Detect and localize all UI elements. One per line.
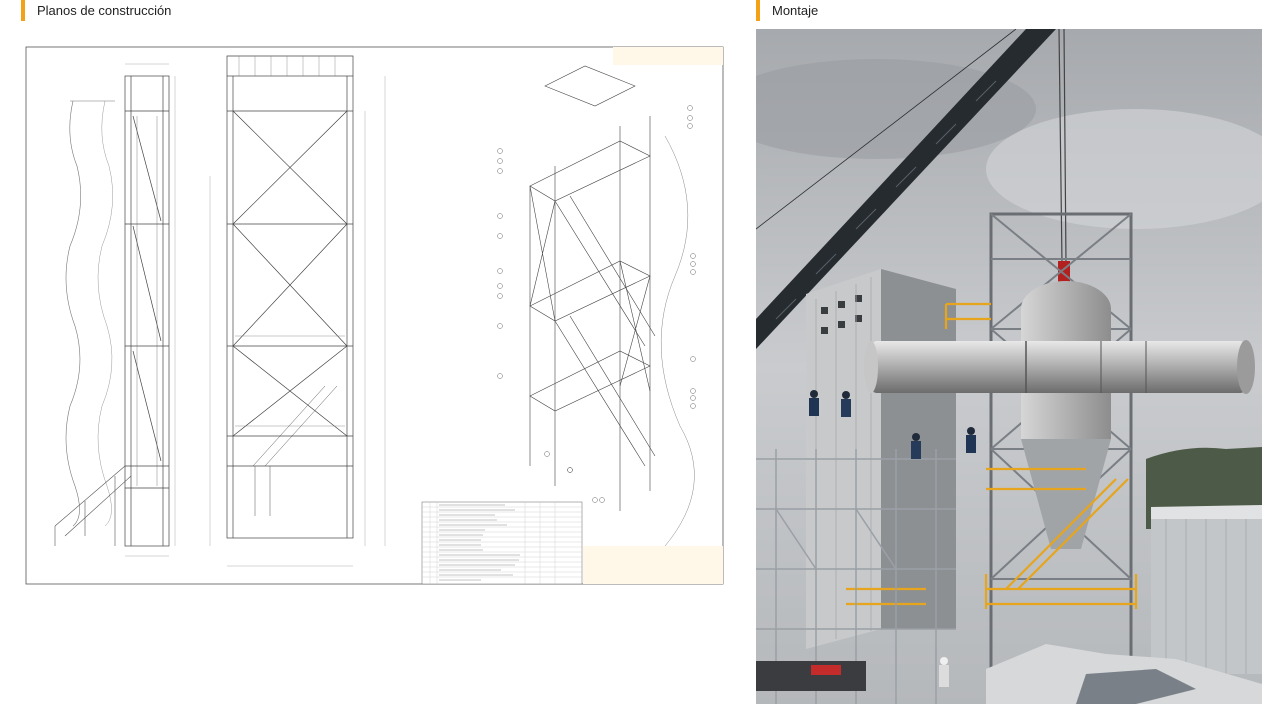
large-tower	[226, 55, 354, 539]
assembly-header: Montaje	[756, 0, 818, 21]
crane-boom	[756, 29, 1056, 349]
narrow-tower	[124, 75, 170, 547]
drawing-svg	[25, 46, 724, 585]
assembly-photo[interactable]	[756, 29, 1262, 704]
photo-svg	[756, 29, 1262, 704]
accent-bar	[756, 0, 760, 21]
assembly-panel: Montaje	[756, 0, 1262, 704]
yellow-railings	[846, 302, 1138, 609]
accent-bar	[21, 0, 25, 21]
drawings-panel: Planos de construcción	[21, 0, 725, 704]
assembly-title: Montaje	[772, 3, 819, 18]
isometric-structure	[529, 65, 656, 511]
drawings-header: Planos de construcción	[21, 0, 171, 21]
materials-table	[421, 501, 583, 585]
workers	[809, 390, 976, 687]
construction-drawing[interactable]	[25, 46, 725, 586]
drawings-title: Planos de construcción	[37, 3, 172, 18]
lifted-pipe	[864, 340, 1255, 394]
